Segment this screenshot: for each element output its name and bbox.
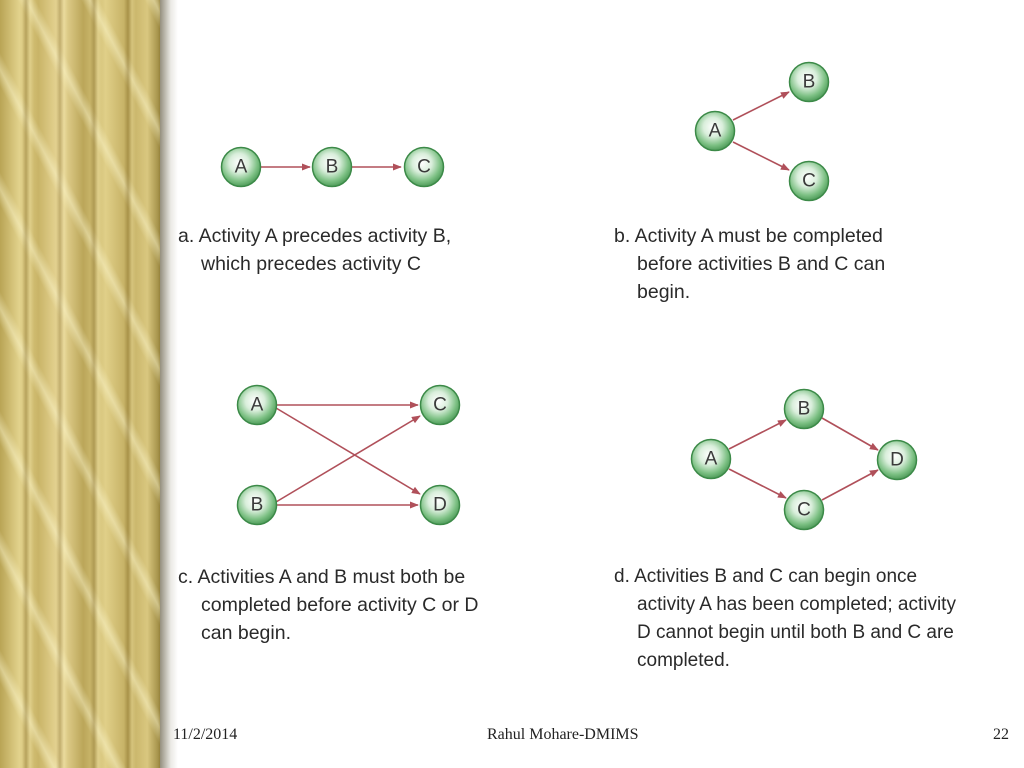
node-c: C	[419, 384, 461, 426]
svg-text:B: B	[798, 399, 811, 420]
caption-a-line-2: which precedes activity C	[201, 253, 422, 275]
caption-c-line-3: can begin.	[201, 622, 291, 644]
caption-d-line-2: activity A has been completed; activity	[637, 594, 956, 615]
caption-b-line-1: b. Activity A must be completed	[614, 225, 883, 247]
panel-d-diagram: A B C D	[690, 388, 918, 531]
caption-d-line-1: d. Activities B and C can begin once	[614, 566, 918, 587]
edge-b-d	[821, 417, 879, 451]
caption-b-line-3: begin.	[637, 281, 691, 303]
node-b: B	[311, 146, 353, 188]
caption-b-line-2: before activities B and C can	[637, 253, 886, 275]
svg-text:A: A	[251, 395, 264, 416]
node-c: C	[788, 160, 830, 202]
caption-b: b. Activity A must be completed before a…	[614, 222, 885, 306]
panel-a-diagram: A B C	[220, 146, 445, 188]
svg-text:A: A	[705, 449, 718, 470]
edge-a-c	[732, 141, 790, 171]
caption-a-line-1: a. Activity A precedes activity B,	[178, 225, 452, 247]
node-a: A	[690, 438, 732, 480]
edge-a-b	[728, 419, 787, 450]
edge-a-b	[732, 91, 790, 121]
node-b: B	[783, 388, 825, 430]
node-c: C	[403, 146, 445, 188]
footer-author: Rahul Mohare-DMIMS	[487, 726, 639, 743]
node-a: A	[236, 384, 278, 426]
node-c: C	[783, 489, 825, 531]
svg-text:A: A	[709, 121, 722, 142]
sidebar-shadow	[160, 0, 178, 768]
node-b: B	[788, 61, 830, 103]
caption-d: d. Activities B and C can begin once act…	[614, 563, 956, 675]
node-d: D	[876, 439, 918, 481]
svg-text:B: B	[803, 72, 816, 93]
node-a: A	[694, 110, 736, 152]
footer-date: 11/2/2014	[173, 726, 238, 743]
panel-c-diagram: A B C D	[236, 384, 461, 526]
node-d: D	[419, 484, 461, 526]
svg-text:C: C	[433, 395, 447, 416]
svg-text:B: B	[251, 495, 264, 516]
caption-d-line-3: D cannot begin until both B and C are	[637, 622, 954, 643]
svg-text:A: A	[235, 157, 248, 178]
svg-text:D: D	[890, 450, 904, 471]
edge-a-d	[275, 407, 421, 495]
svg-text:B: B	[326, 157, 339, 178]
caption-c: c. Activities A and B must both be compl…	[178, 563, 478, 647]
node-b: B	[236, 484, 278, 526]
caption-c-line-1: c. Activities A and B must both be	[178, 566, 466, 588]
node-a: A	[220, 146, 262, 188]
svg-text:C: C	[417, 157, 431, 178]
decorative-sidebar	[0, 0, 160, 768]
edge-b-c	[275, 415, 421, 503]
caption-d-line-4: completed.	[637, 650, 730, 671]
edge-a-c	[728, 468, 787, 499]
svg-text:C: C	[797, 500, 811, 521]
edge-c-d	[821, 469, 879, 501]
svg-text:C: C	[802, 171, 816, 192]
caption-c-line-2: completed before activity C or D	[201, 594, 479, 616]
svg-text:D: D	[433, 495, 447, 516]
panel-b-diagram: A B C	[694, 61, 830, 202]
footer-page-number: 22	[993, 726, 1009, 743]
caption-a: a. Activity A precedes activity B, which…	[178, 222, 451, 278]
